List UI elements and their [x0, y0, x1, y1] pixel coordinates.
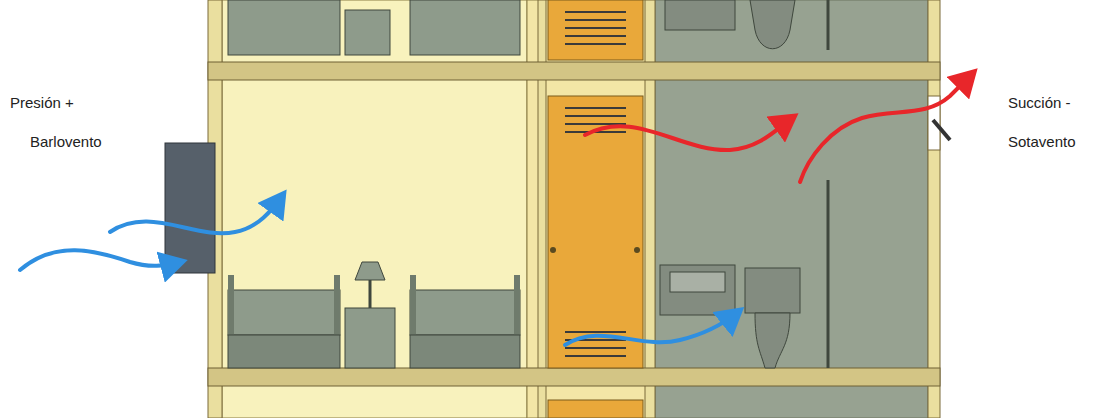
suction-label: Succión -: [1008, 94, 1071, 112]
pressure-label: Presión +: [10, 94, 74, 112]
windward-label: Barlovento: [30, 133, 102, 151]
leeward-label: Sotavento: [1008, 133, 1076, 151]
